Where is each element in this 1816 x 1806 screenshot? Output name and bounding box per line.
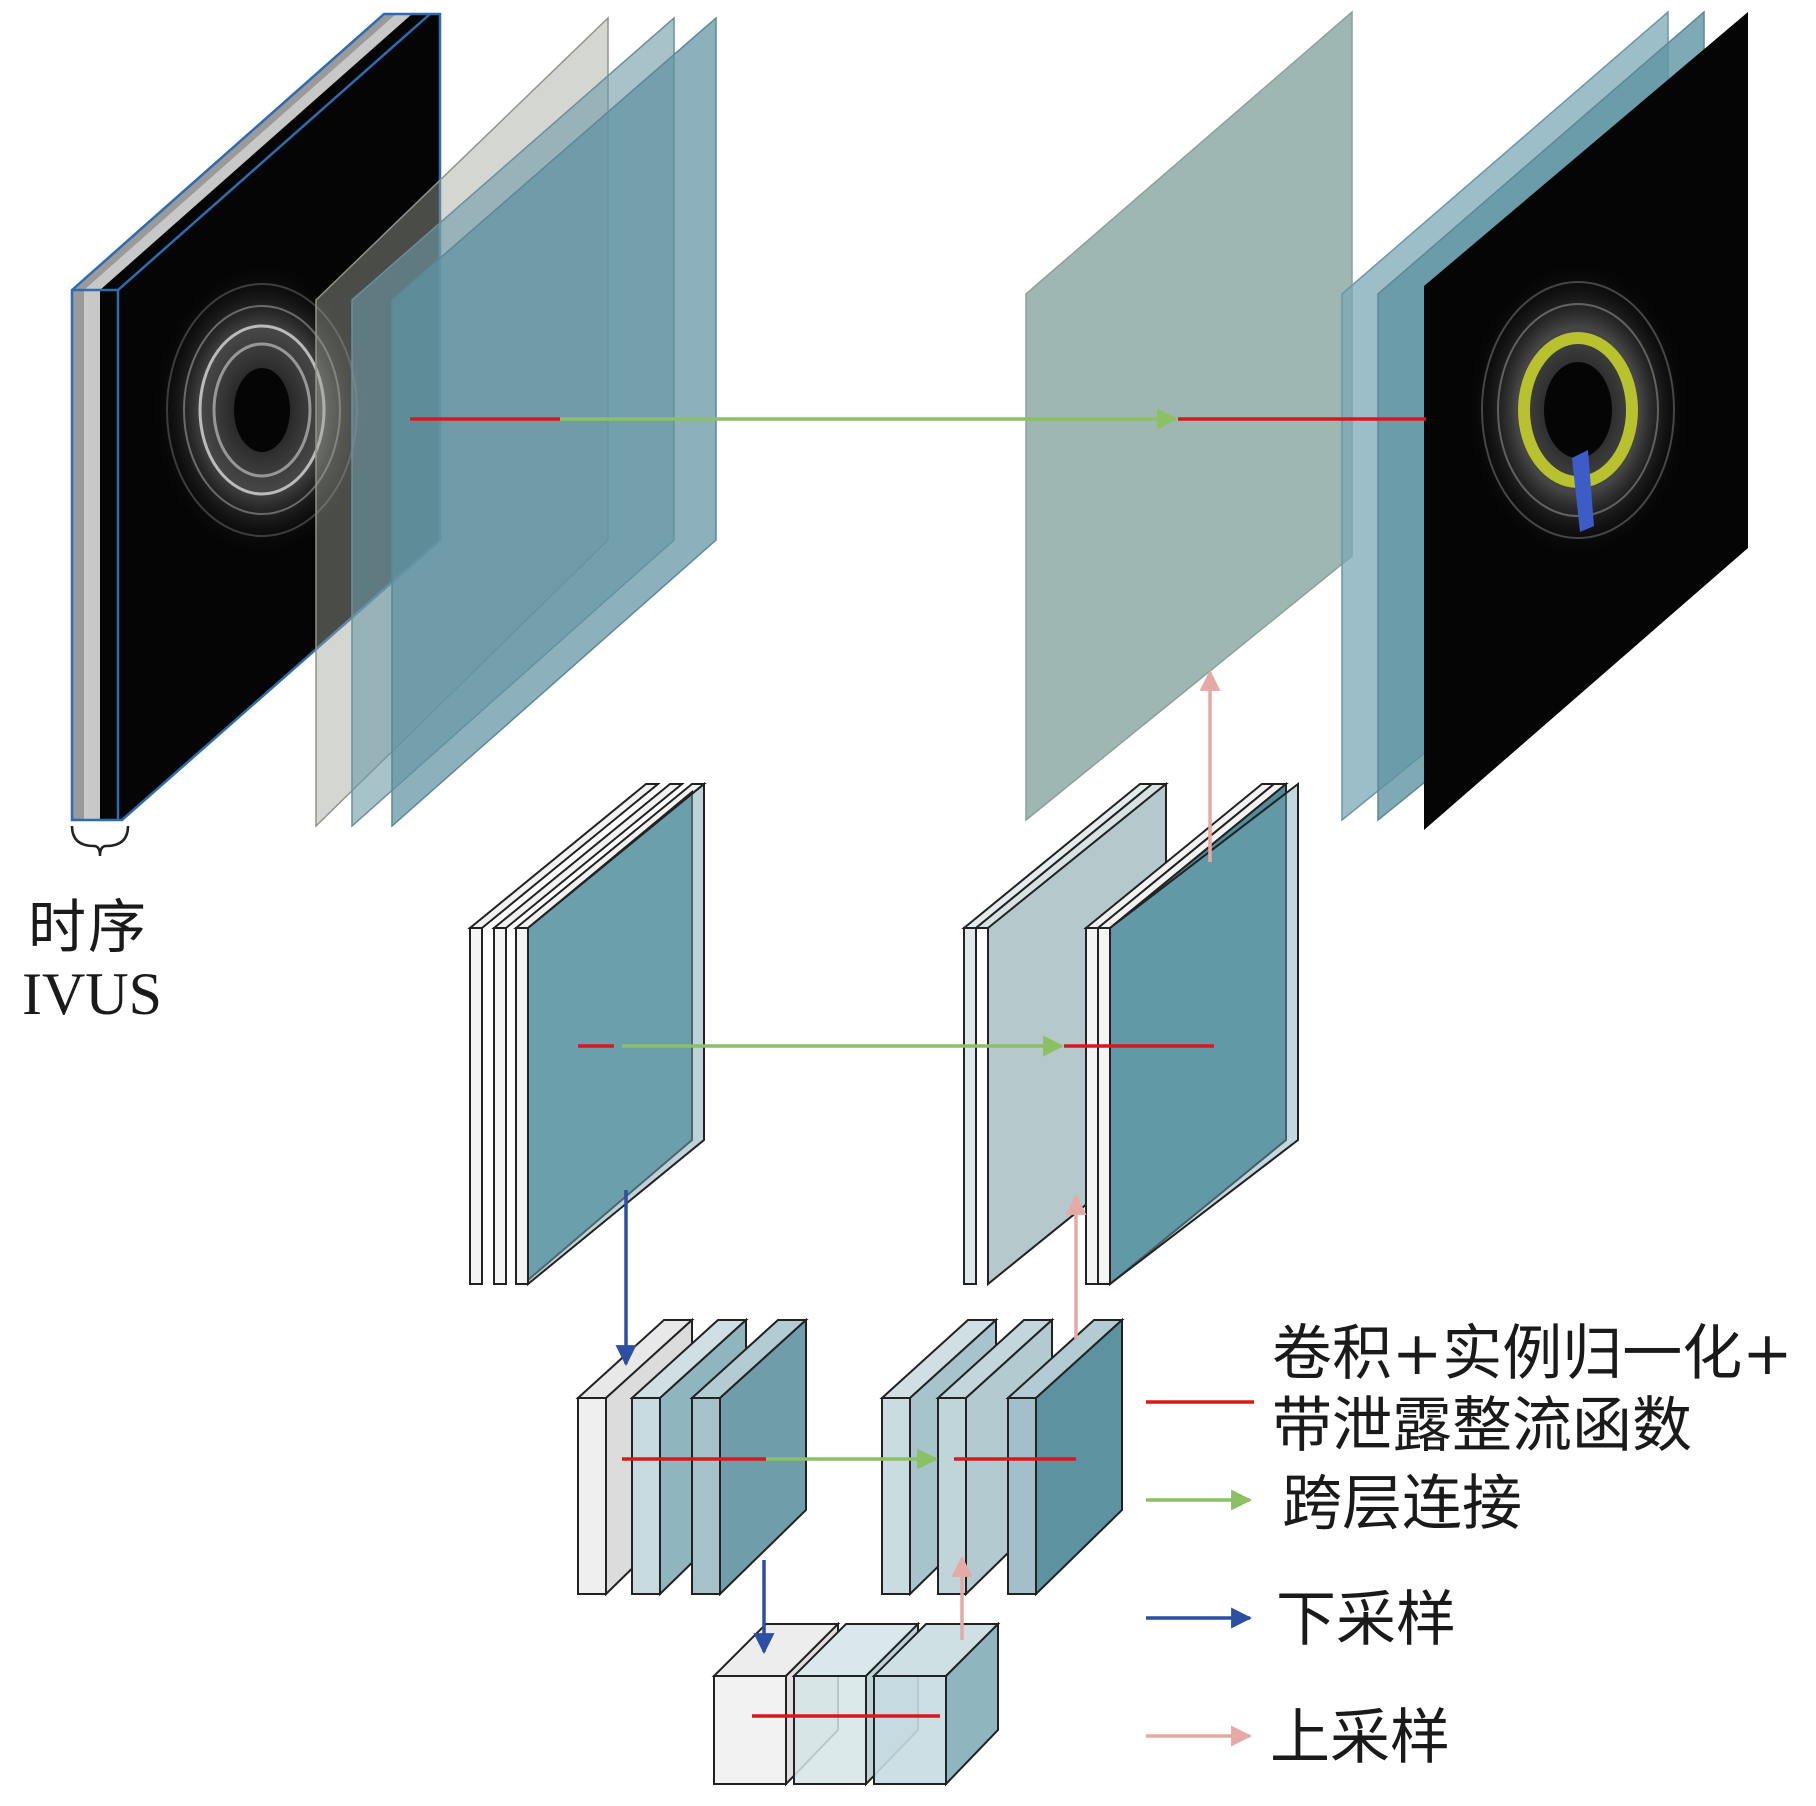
legend bbox=[1146, 1400, 1254, 1747]
legend-skip-label: 跨层连接 bbox=[1282, 1469, 1522, 1539]
bottleneck-block-3 bbox=[873, 1675, 947, 1785]
enc2-block bbox=[515, 927, 529, 1285]
skip-connections bbox=[560, 408, 1179, 1470]
upsample-arrows bbox=[951, 669, 1221, 1640]
curly-brace-icon bbox=[70, 825, 130, 857]
legend-conv-label: 卷积+实例归一化+ 带泄露整流函数 bbox=[1272, 1318, 1793, 1462]
encoder-level2 bbox=[467, 781, 707, 1287]
enc1-map-3 bbox=[391, 16, 717, 828]
decoder-level3 bbox=[879, 1317, 1125, 1597]
dec1-map-grey bbox=[1025, 10, 1353, 822]
legend-up-label: 上采样 bbox=[1270, 1703, 1450, 1773]
dec3-block-1 bbox=[881, 1397, 911, 1595]
plaque-region bbox=[1572, 450, 1594, 532]
decoder-level2 bbox=[961, 781, 1299, 1287]
bottleneck-block-1 bbox=[713, 1675, 787, 1785]
ivus-speckle-input bbox=[152, 262, 372, 558]
input-label-timeseries: 时序 bbox=[28, 893, 149, 961]
bottleneck-level4 bbox=[711, 1621, 1001, 1787]
dec3-block-3 bbox=[1007, 1397, 1037, 1595]
encoder-level3 bbox=[575, 1317, 809, 1597]
input-label-ivus: IVUS bbox=[22, 961, 163, 1027]
legend-conv-line2: 带泄露整流函数 bbox=[1272, 1391, 1692, 1461]
enc3-block-1 bbox=[577, 1397, 607, 1595]
enc2-map-2 bbox=[527, 781, 705, 1287]
legend-conv-line1: 卷积+实例归一化+ bbox=[1272, 1319, 1793, 1389]
enc3-block-2 bbox=[631, 1397, 661, 1595]
conv-lines bbox=[410, 417, 1426, 1718]
encoder-level1 bbox=[70, 12, 717, 828]
bottleneck-block-2 bbox=[793, 1675, 867, 1785]
legend-down-label: 下采样 bbox=[1276, 1585, 1456, 1655]
downsample-arrows bbox=[615, 1190, 775, 1655]
enc3-block-3 bbox=[691, 1397, 721, 1595]
decoder-level1 bbox=[1025, 10, 1748, 830]
ivus-speckle-output bbox=[1466, 260, 1690, 560]
